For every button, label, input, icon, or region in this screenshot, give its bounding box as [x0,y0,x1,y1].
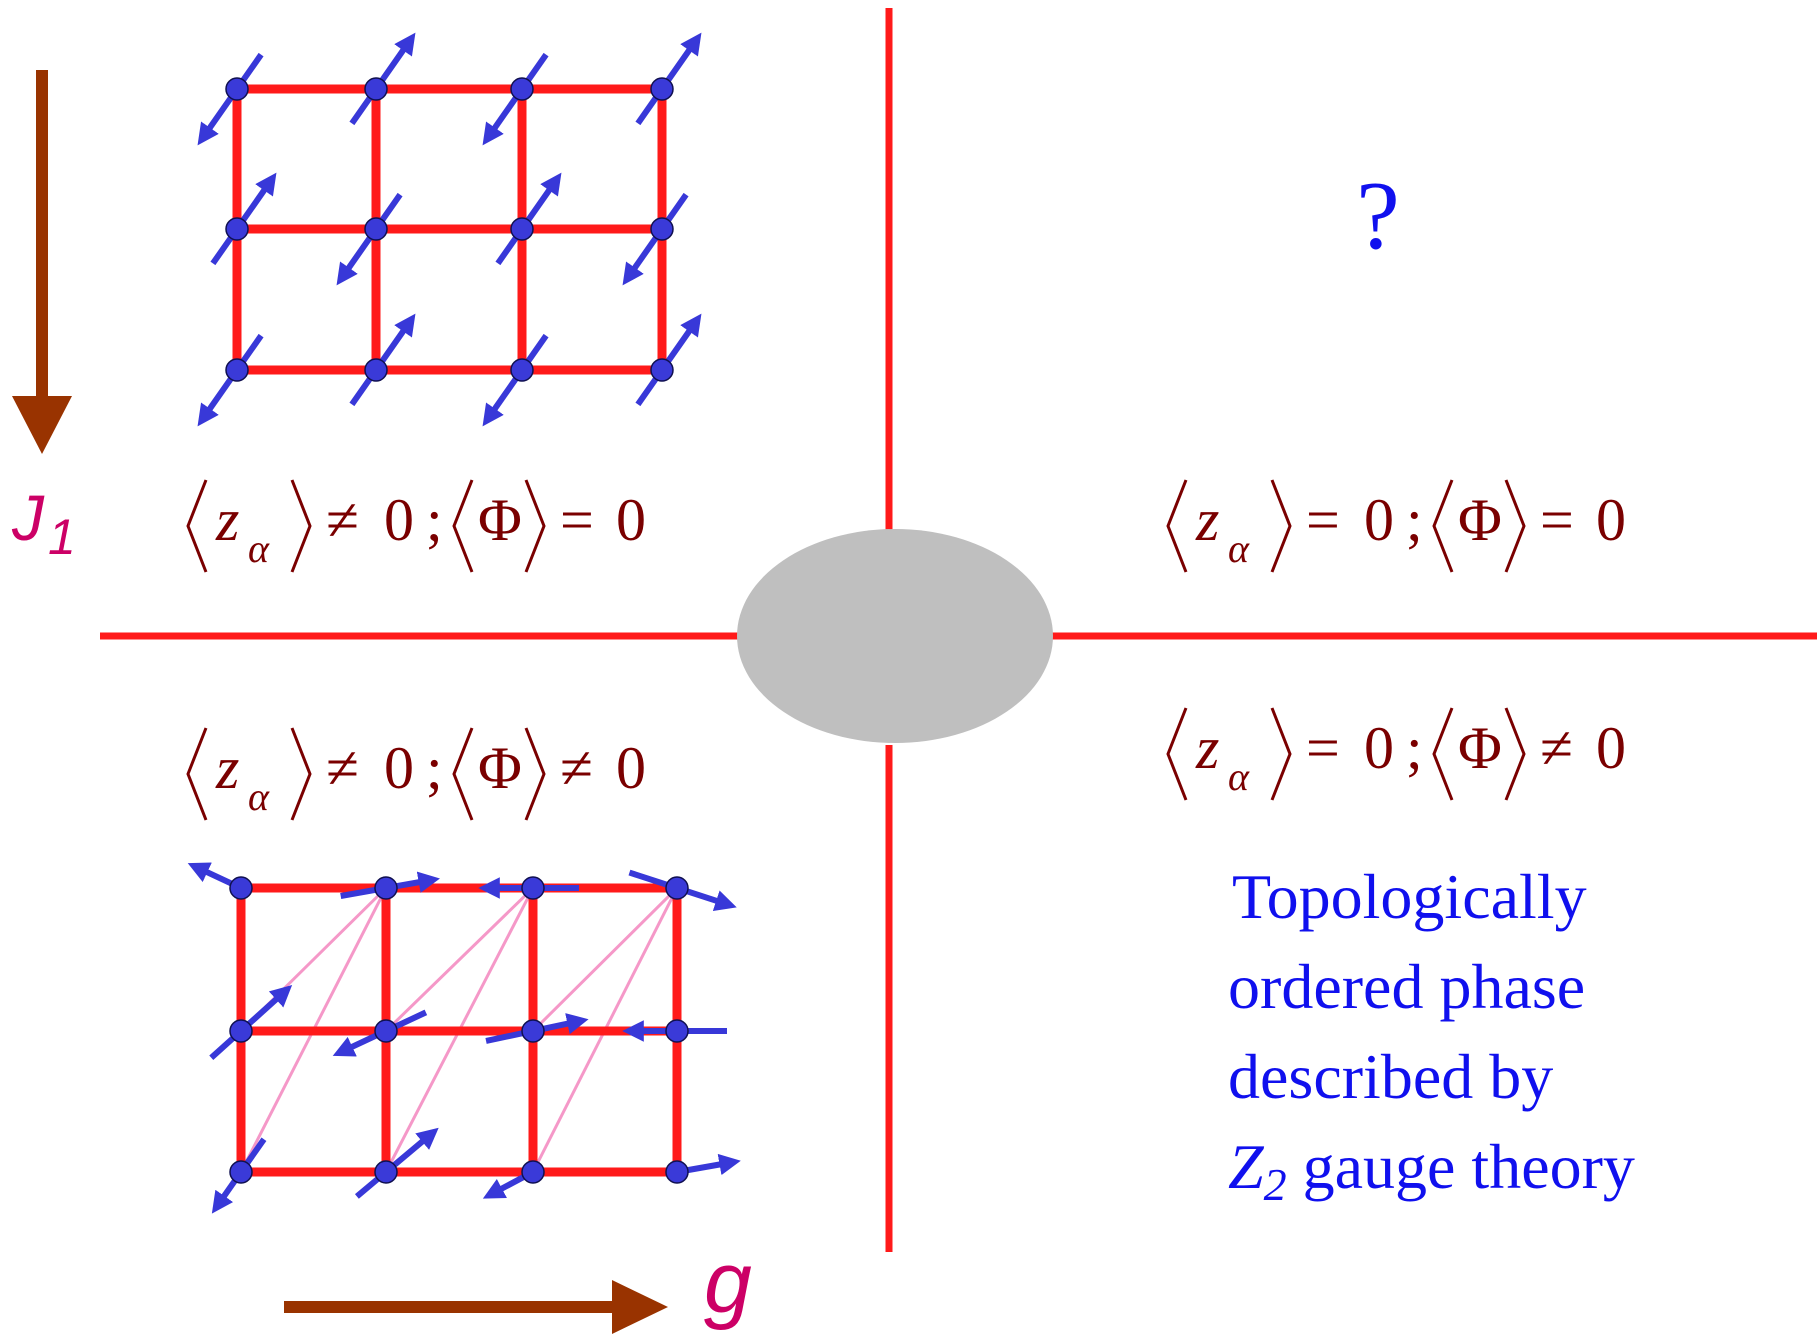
svg-text:z: z [1195,487,1219,553]
lattice-site [225,358,249,382]
lattice-site [364,77,388,101]
svg-text:0: 0 [616,487,646,553]
lattice-site [650,358,674,382]
diagonal-bond [384,886,535,1033]
description-line-3: described by [1228,1041,1553,1112]
lattice-site [225,77,249,101]
lattice-site [521,876,545,900]
lattice-site [374,1160,398,1184]
description-line-4: Z2 gauge theory [1228,1131,1635,1210]
expression-bottom-left: z α ≠ 0 ; Φ ≠ 0 [186,727,646,821]
lattice-site [225,217,249,241]
svg-text:0: 0 [1364,715,1394,781]
lattice-spiral [187,862,741,1214]
svg-text:=: = [1306,715,1340,781]
lattice-site [510,77,534,101]
svg-text:z: z [1195,715,1219,781]
svg-text:z: z [215,487,239,553]
lattice-site [665,1160,689,1184]
svg-text:;: ; [1406,715,1423,781]
j1-axis-label: J1 [11,482,76,565]
expression-bottom-right: z α = 0 ; Φ ≠ 0 [1166,707,1626,801]
g-axis-arrow [284,1280,668,1334]
svg-text:≠: ≠ [326,487,359,553]
svg-text:0: 0 [1364,487,1394,553]
svg-text:≠: ≠ [326,735,359,801]
lattice-site [364,358,388,382]
svg-text:=: = [1306,487,1340,553]
expression-top-right: z α = 0 ; Φ = 0 [1166,479,1626,573]
lattice-site [650,77,674,101]
topological-phase-description: Topologically ordered phase described by… [1228,861,1635,1210]
expression-top-left: z α ≠ 0 ; Φ = 0 [186,479,646,573]
svg-text:Φ: Φ [478,487,522,553]
lattice-site [521,1160,545,1184]
svg-text:;: ; [426,735,443,801]
svg-text:;: ; [1406,487,1423,553]
lattice-site [364,217,388,241]
svg-text:≠: ≠ [560,735,593,801]
svg-text:Φ: Φ [1458,715,1502,781]
lattice-site [510,217,534,241]
lattice-site [374,876,398,900]
lattice-collinear-neel [197,32,702,427]
lattice-site [665,1019,689,1043]
diagonal-bond [531,886,679,1033]
j1-axis-arrow [12,70,72,454]
lattice-site [229,876,253,900]
lattice-site [510,358,534,382]
svg-text:Φ: Φ [1458,487,1502,553]
svg-text:α: α [248,526,270,571]
lattice-site [665,876,689,900]
svg-text:0: 0 [616,735,646,801]
lattice-site [229,1019,253,1043]
svg-text:≠: ≠ [1540,715,1573,781]
svg-text:0: 0 [384,487,414,553]
svg-text:0: 0 [1596,715,1626,781]
g-axis-label: g [704,1235,752,1331]
svg-text:;: ; [426,487,443,553]
lattice-site [650,217,674,241]
svg-text:0: 0 [384,735,414,801]
lattice-site [229,1160,253,1184]
svg-text:=: = [1540,487,1574,553]
unknown-phase-mark: ? [1356,162,1400,270]
svg-text:=: = [560,487,594,553]
svg-text:Φ: Φ [478,735,522,801]
description-line-1: Topologically [1232,861,1587,932]
lattice-site [374,1019,398,1043]
svg-text:α: α [248,774,270,819]
description-line-2: ordered phase [1228,951,1585,1022]
lattice-site [521,1019,545,1043]
critical-region [737,529,1053,743]
svg-text:α: α [1228,754,1250,799]
svg-text:0: 0 [1596,487,1626,553]
svg-text:α: α [1228,526,1250,571]
svg-text:z: z [215,735,239,801]
